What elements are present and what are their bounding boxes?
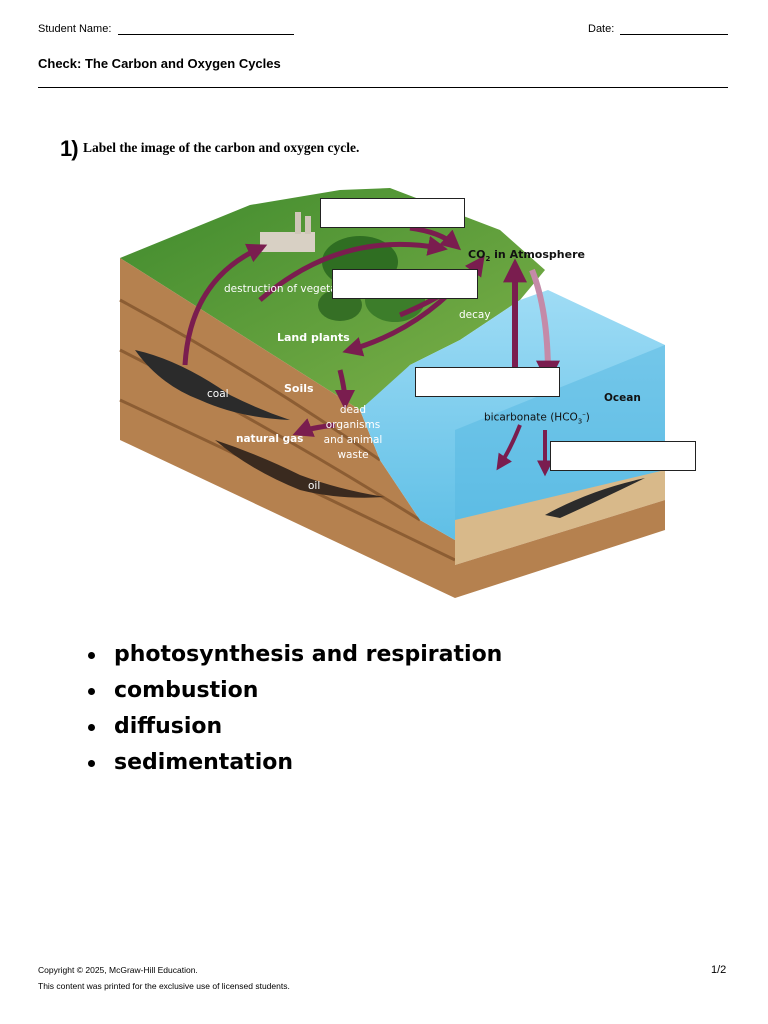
destruction-label: destruction of vegetat: [224, 283, 341, 295]
bullet-icon: [88, 688, 95, 695]
dead-organisms-label: dead organisms and animal waste: [323, 404, 383, 461]
answer-box-2[interactable]: [332, 269, 478, 299]
answer-box-1[interactable]: [320, 198, 465, 228]
oil-label: oil: [308, 480, 321, 492]
word-bank: photosynthesis and respiration combustio…: [88, 637, 502, 781]
page-number: 1/2: [711, 964, 727, 976]
bicarbonate-label: bicarbonate (HCO3–): [484, 410, 590, 426]
answer-box-3[interactable]: [415, 367, 560, 397]
natural-gas-label: natural gas: [236, 433, 304, 445]
co2-atmosphere-label: CO2 in Atmosphere: [468, 248, 585, 264]
question-number: 1): [60, 136, 79, 161]
bullet-icon: [88, 760, 95, 767]
word-bank-item: combustion: [88, 673, 502, 709]
decay-label: decay: [459, 309, 491, 321]
word-bank-item: photosynthesis and respiration: [88, 637, 502, 673]
license-notice: This content was printed for the exclusi…: [38, 981, 290, 991]
coal-label: coal: [207, 388, 229, 400]
copyright-text: Copyright © 2025, McGraw-Hill Education.: [38, 965, 198, 975]
page-title: Check: The Carbon and Oxygen Cycles: [38, 56, 281, 71]
answer-box-4[interactable]: [550, 441, 696, 471]
ocean-label: Ocean: [604, 392, 641, 404]
date-line[interactable]: [620, 22, 728, 35]
student-name-label: Student Name:: [38, 23, 112, 35]
word-bank-item: sedimentation: [88, 745, 502, 781]
diagram-illustration: [119, 188, 665, 598]
header-divider: [38, 87, 728, 88]
question-prompt: Label the image of the carbon and oxygen…: [83, 140, 360, 155]
land-plants-label: Land plants: [277, 331, 350, 344]
student-name-line[interactable]: [118, 22, 294, 35]
bullet-icon: [88, 724, 95, 731]
bullet-icon: [88, 652, 95, 659]
word-bank-item: diffusion: [88, 709, 502, 745]
carbon-cycle-diagram: CO2 in Atmosphere destruction of vegetat…: [119, 188, 696, 598]
date-label: Date:: [588, 23, 615, 35]
soils-label: Soils: [284, 382, 314, 395]
